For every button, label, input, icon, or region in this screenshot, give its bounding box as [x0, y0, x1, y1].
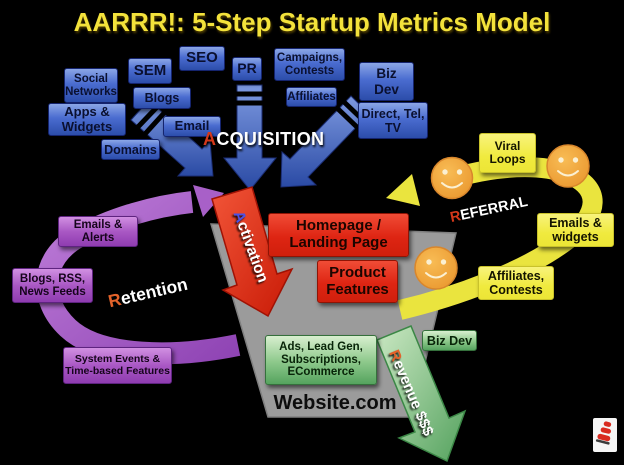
box-system-events: System Events & Time-based Features	[63, 347, 172, 384]
box-emails-widgets: Emails & widgets	[537, 213, 614, 247]
box-email: Email	[163, 116, 221, 137]
smiley-face-icon	[430, 156, 474, 200]
box-homepage-landing: Homepage / Landing Page	[268, 213, 409, 257]
box-seo: SEO	[179, 46, 225, 71]
box-affiliates-top: Affiliates	[286, 87, 337, 107]
box-apps-widgets: Apps & Widgets	[48, 103, 126, 136]
activation-arrow	[211, 186, 294, 318]
box-biz-dev-top: Biz Dev	[359, 62, 414, 101]
box-sem: SEM	[128, 58, 172, 84]
revenue-arrow	[376, 325, 467, 463]
box-blogs: Blogs	[133, 87, 191, 109]
smiley-face-icon	[414, 246, 458, 290]
page-title: AARRR!: 5-Step Startup Metrics Model	[73, 7, 551, 37]
acquisition-arrow-center	[222, 84, 278, 191]
box-affiliates-contests: Affiliates, Contests	[478, 266, 554, 300]
website-label: Website.com	[273, 392, 397, 414]
box-viral-loops: Viral Loops	[479, 133, 536, 173]
acquisition-rest: CQUISITION	[216, 129, 325, 149]
acquisition-label: ACQUISITION	[203, 129, 324, 150]
box-direct-tel-tv: Direct, Tel, TV	[358, 102, 428, 139]
cat-hat-logo-icon	[593, 418, 617, 452]
box-biz-dev-green: Biz Dev	[422, 330, 477, 351]
acquisition-lead-letter: A	[203, 129, 217, 149]
smiley-face-icon	[546, 144, 590, 188]
box-social-networks: Social Networks	[64, 68, 118, 103]
box-blogs-rss-feeds: Blogs, RSS, News Feeds	[12, 268, 93, 303]
acquisition-arrow-left	[130, 99, 214, 177]
box-emails-alerts: Emails & Alerts	[58, 216, 138, 247]
box-campaigns-contests: Campaigns, Contests	[274, 48, 345, 81]
box-product-features: Product Features	[317, 260, 398, 303]
box-domains: Domains	[101, 139, 160, 160]
box-pr: PR	[232, 57, 262, 81]
box-ads-leadgen-ecommerce: Ads, Lead Gen, Subscriptions, ECommerce	[265, 335, 377, 385]
